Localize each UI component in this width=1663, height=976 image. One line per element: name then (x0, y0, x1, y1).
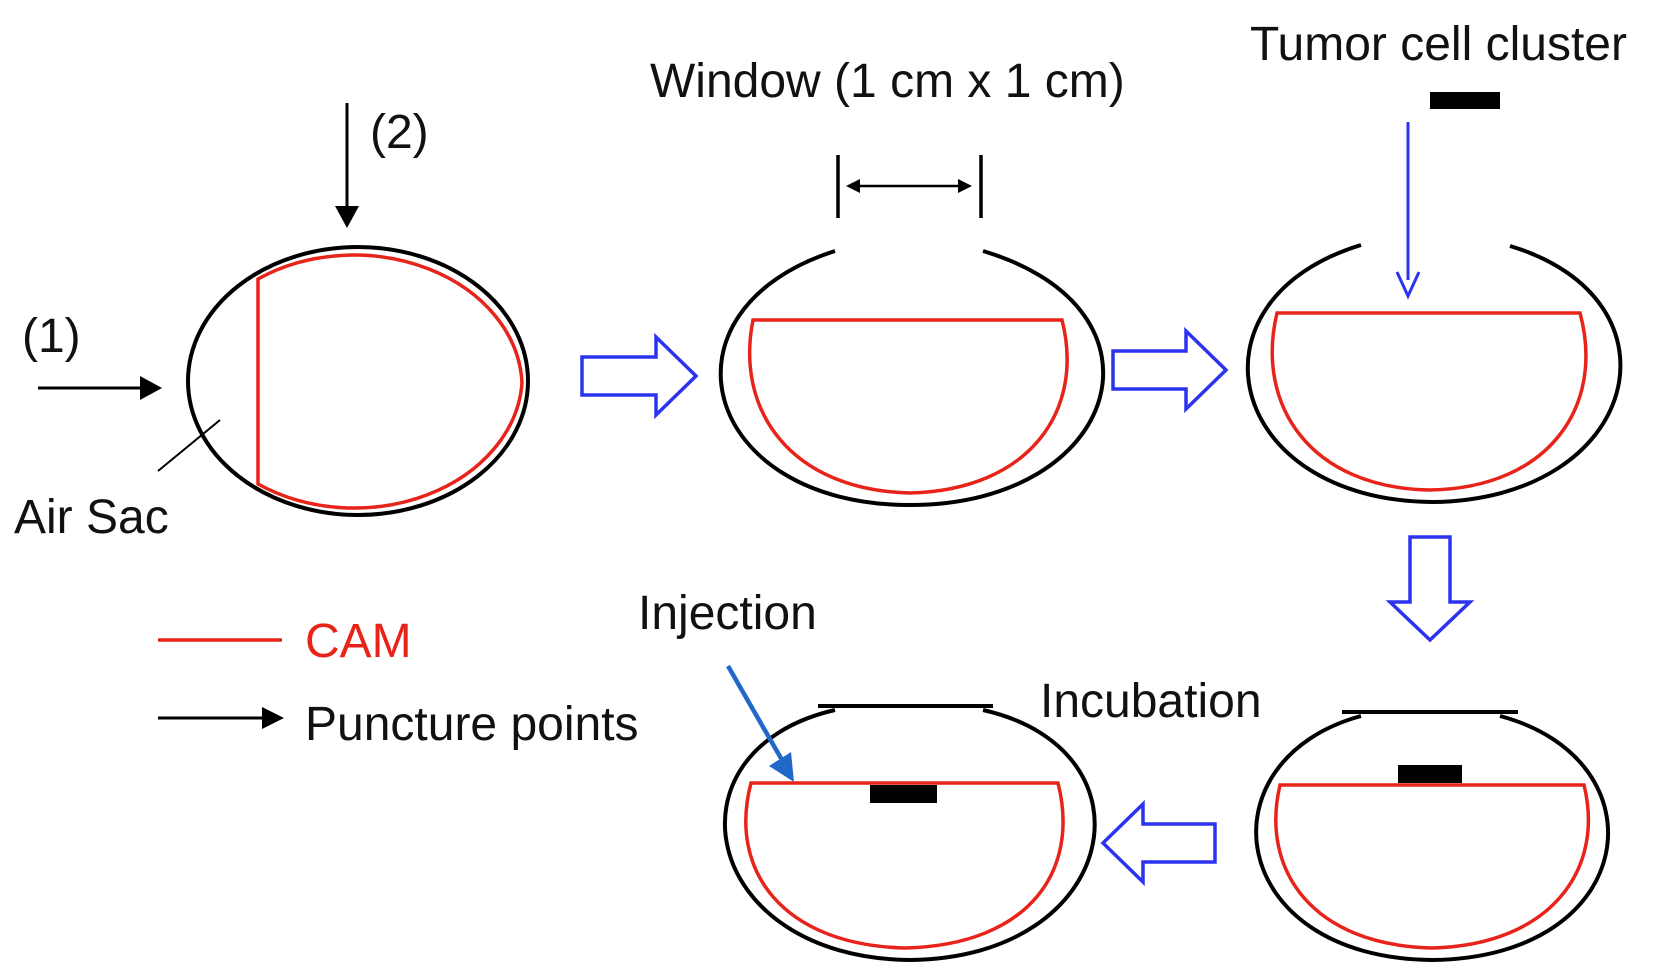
injection-label: Injection (638, 587, 817, 640)
flow-arrow-right-2 (1111, 326, 1229, 414)
air-sac-leader-line (157, 419, 221, 472)
flow-arrow-left (1100, 799, 1217, 887)
flow-arrow-down (1385, 535, 1475, 643)
legend-puncture-arrowhead (262, 707, 284, 729)
egg-4-tumor-cluster (1398, 765, 1462, 783)
tumor-cell-cluster-label: Tumor cell cluster (1250, 18, 1627, 71)
egg-2-cam (747, 318, 1069, 495)
egg-4-cam (1274, 783, 1590, 950)
egg-3-shell (1245, 243, 1623, 505)
flow-arrow-right-1 (580, 332, 699, 420)
egg-stage-1 (157, 245, 530, 517)
egg-1-cam (256, 253, 524, 510)
legend: CAM Puncture points (158, 615, 639, 751)
egg-5-shell (723, 708, 1097, 963)
legend-puncture-label: Puncture points (305, 698, 639, 751)
application-arrowhead (1395, 271, 1421, 300)
egg-5-cam (744, 781, 1065, 950)
egg-1-shell (186, 245, 530, 517)
air-sac-label: Air Sac (14, 491, 169, 544)
injection-arrowhead (769, 752, 794, 782)
egg-2-shell-left (718, 249, 1105, 508)
puncture-arrow-2 (335, 103, 359, 228)
egg-stage-3 (1245, 92, 1623, 505)
egg-3-cam (1270, 311, 1588, 492)
window-arrowhead-left (846, 179, 860, 193)
egg-stage-2 (718, 155, 1105, 508)
egg-stage-5 (723, 664, 1097, 963)
incubation-label: Incubation (1040, 675, 1262, 728)
puncture-2-label: (2) (370, 106, 429, 159)
puncture-1-label: (1) (22, 310, 81, 363)
window-label: Window (1 cm x 1 cm) (650, 55, 1125, 108)
injection-arrow-line (726, 664, 784, 762)
legend-cam-label: CAM (305, 615, 412, 668)
window-arrowhead-right (958, 179, 972, 193)
puncture-arrow-1 (38, 376, 162, 400)
egg-4-shell (1254, 714, 1611, 963)
egg-stage-4 (1254, 710, 1611, 963)
tumor-cell-cluster-source (1430, 92, 1500, 109)
egg-5-tumor-cluster (870, 785, 937, 803)
